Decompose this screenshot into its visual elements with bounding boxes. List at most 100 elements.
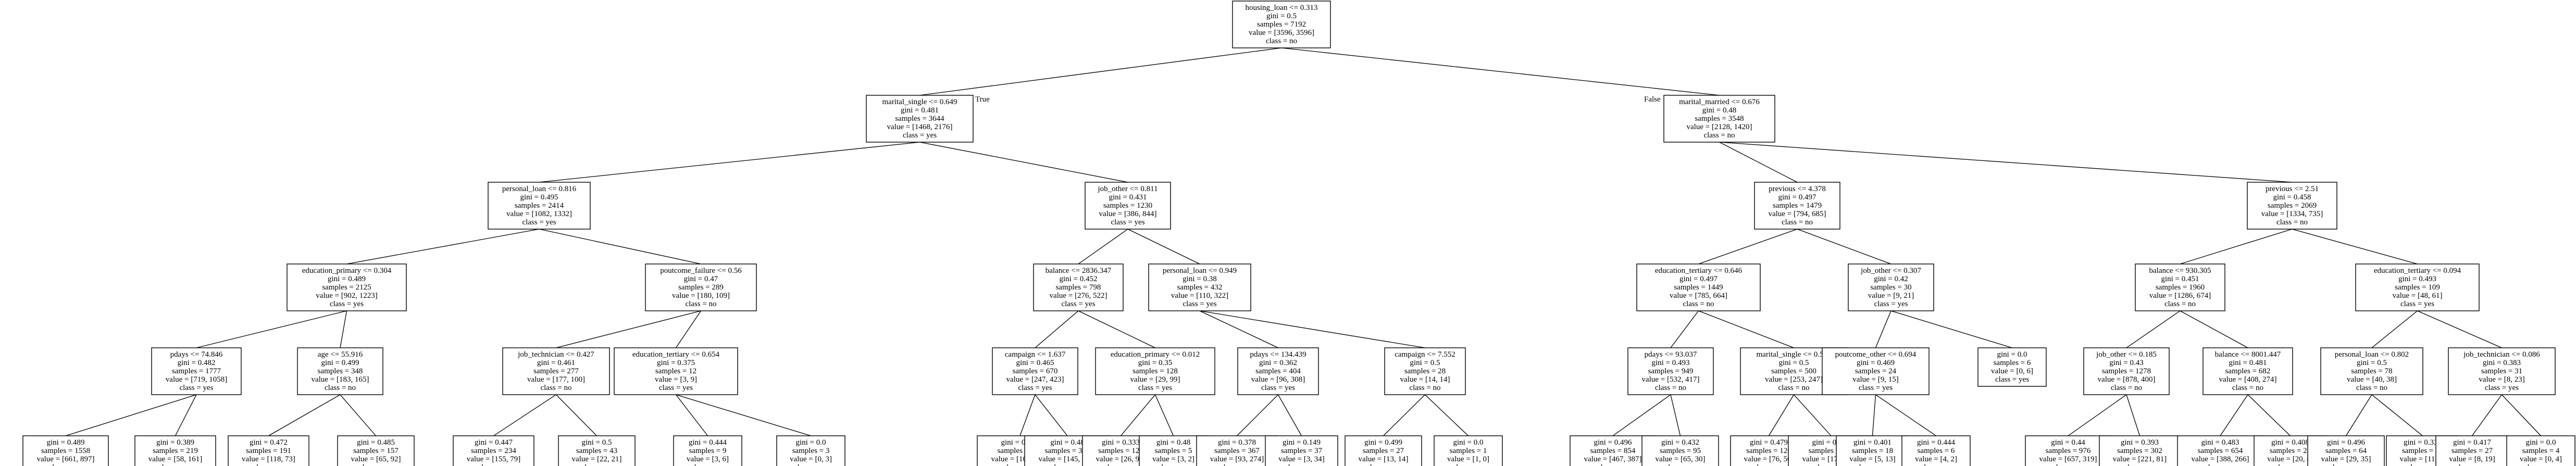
edge-n19-n20 xyxy=(1019,394,1036,436)
node-line: class = yes xyxy=(2524,463,2558,466)
node-box xyxy=(22,435,109,466)
node-box xyxy=(1901,435,1971,466)
edge-n35-n36 xyxy=(1612,394,1671,436)
node-line: gini = 0.496 xyxy=(1594,438,1632,447)
node-line: value = [145, 217] xyxy=(1039,455,1097,463)
edge-n4-n6 xyxy=(175,394,197,436)
node-line: samples = 670 xyxy=(1013,367,1058,375)
node-line: education_primary <= 0.012 xyxy=(1111,350,1200,359)
node-line: job_technician <= 0.427 xyxy=(517,350,594,359)
node-line: gini = 0.378 xyxy=(1218,438,1256,447)
node-line: value = [1468, 2176] xyxy=(887,123,953,131)
node-line: value = [65, 92] xyxy=(351,455,401,463)
node-line: marital_single <= 0.525 xyxy=(1757,350,1832,359)
edge-n42-n44 xyxy=(1875,394,1936,436)
node-box xyxy=(2355,263,2480,311)
node-line: job_technician <= 0.086 xyxy=(2463,350,2540,359)
edge-n47-n48 xyxy=(2126,310,2181,348)
node-line: class = yes xyxy=(1366,463,1400,466)
node-line: value = [11, 3] xyxy=(2400,455,2446,463)
node-line: class = no xyxy=(1452,463,1484,466)
node-line: samples = 24 xyxy=(1855,367,1897,375)
node-line: samples = 27 xyxy=(1363,447,1404,455)
node-line: gini = 0.5 xyxy=(1410,359,1440,367)
node-line: samples = 7192 xyxy=(1257,20,1306,29)
node-line: class = no xyxy=(1753,463,1784,466)
node-line: class = no xyxy=(1778,384,1809,392)
node-line: gini = 0.337 xyxy=(2404,438,2442,447)
node-line: samples = 191 xyxy=(246,447,291,455)
node-line: gini = 0.5 xyxy=(1778,359,1809,367)
node-line: class = no xyxy=(685,300,716,308)
node-line: gini = 0.469 xyxy=(1857,359,1895,367)
edge-n48-n49 xyxy=(2068,394,2127,436)
node-line: pdays <= 74.846 xyxy=(170,350,223,359)
node-line: class = no xyxy=(1266,37,1297,45)
node-line: value = [76, 50] xyxy=(1744,455,1794,463)
node-line: gini = 0.38 xyxy=(1183,275,1217,283)
node-line: samples = 14 xyxy=(2402,447,2444,455)
node-line: value = [388, 266] xyxy=(2192,455,2249,463)
node-line: samples = 109 xyxy=(2395,283,2440,292)
node-line: value = [221, 81] xyxy=(2113,455,2167,463)
node-line: samples = 1960 xyxy=(2156,283,2205,292)
node-box xyxy=(453,435,534,466)
node-line: gini = 0.499 xyxy=(1364,438,1402,447)
node-box xyxy=(992,347,1078,395)
node-line: housing_loan <= 0.313 xyxy=(1246,4,1318,12)
node-line: balance <= 8001.447 xyxy=(2215,350,2281,359)
node-line: class = yes xyxy=(1111,218,1144,226)
edge-n33-n34 xyxy=(1698,229,1798,265)
node-line: class = yes xyxy=(179,384,213,392)
node-line: class = yes xyxy=(1183,300,1216,308)
edge-n29-n31 xyxy=(1425,394,1469,436)
node-line: class = no xyxy=(581,463,612,466)
node-line: class = yes xyxy=(2455,463,2489,466)
node-line: class = yes xyxy=(1018,384,1052,392)
node-line: samples = 949 xyxy=(1648,367,1694,375)
node-box xyxy=(614,347,738,395)
node-line: value = [878, 400] xyxy=(2098,375,2156,384)
node-line: gini = 0.495 xyxy=(520,193,558,201)
node-line: samples = 95 xyxy=(1660,447,1701,455)
edge-n0-n32 xyxy=(1281,47,1720,96)
edge-n58-n59 xyxy=(2471,394,2503,436)
node-line: value = [794, 685] xyxy=(1769,210,1826,218)
node-line: class = no xyxy=(1664,463,1696,466)
node-line: value = [0, 3] xyxy=(790,455,832,463)
node-line: class = yes xyxy=(1003,463,1037,466)
edge-n41-n45 xyxy=(1890,310,2012,348)
node-line: value = [48, 61] xyxy=(2393,292,2443,300)
node-line: value = [22, 21] xyxy=(572,455,622,463)
node-line: gini = 0.5 xyxy=(2357,359,2387,367)
node-line: gini = 0.431 xyxy=(1109,193,1147,201)
node-line: value = [3, 34] xyxy=(1278,455,1324,463)
node-line: pdays <= 93.037 xyxy=(1645,350,1697,359)
node-line: value = [0, 6] xyxy=(1991,367,2033,375)
node-box xyxy=(2448,347,2556,395)
node-line: value = [20, 8] xyxy=(2267,455,2313,463)
node-line: class = yes xyxy=(903,131,937,140)
node-line: class = yes xyxy=(2485,384,2519,392)
node-line: samples = 854 xyxy=(1590,447,1636,455)
node-line: value = [14, 14] xyxy=(1400,375,1450,384)
node-line: value = [5, 13] xyxy=(1849,455,1895,463)
node-line: class = yes xyxy=(1061,300,1095,308)
node-line: samples = 6 xyxy=(1994,359,2031,367)
edge-n2-n3 xyxy=(346,229,540,265)
node-box xyxy=(1265,435,1338,466)
node-line: samples = 2414 xyxy=(515,201,564,210)
node-line: samples = 64 xyxy=(2325,447,2367,455)
